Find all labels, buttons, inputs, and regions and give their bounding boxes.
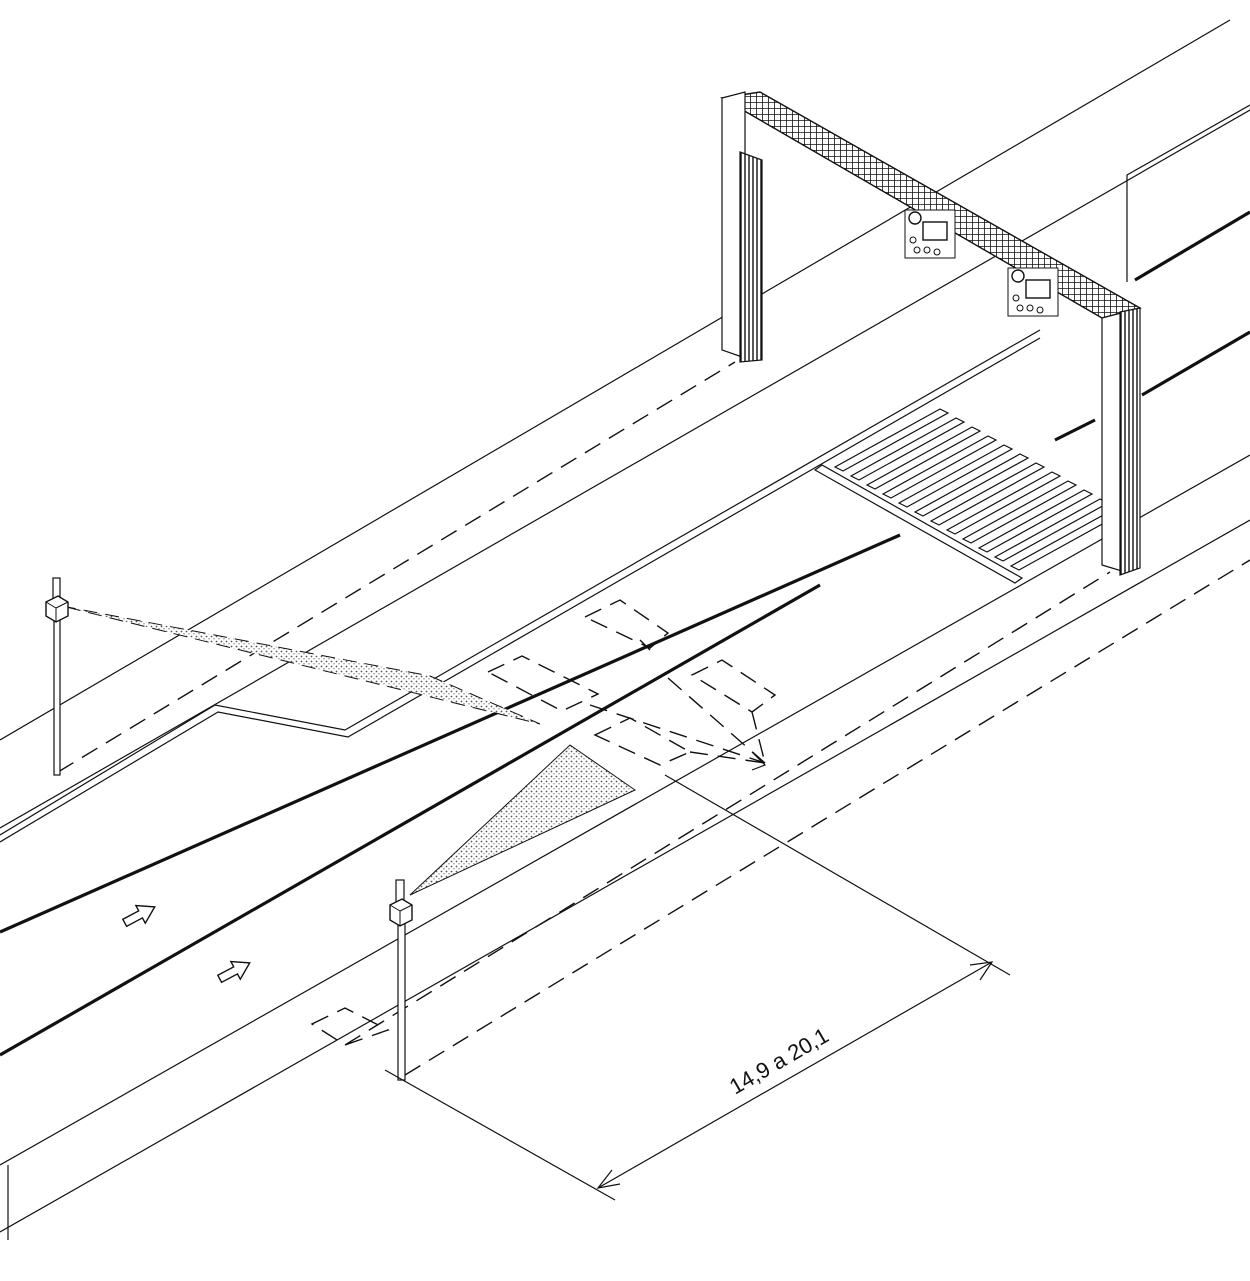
sensor-camera-icon <box>389 898 413 927</box>
detection-zones <box>310 599 777 1046</box>
near-edge-line-1 <box>0 454 1250 1166</box>
converge-2 <box>751 711 766 764</box>
zone-2 <box>583 599 670 649</box>
lane-line-right-far <box>1134 210 1250 282</box>
gantry-right-post-side <box>1119 307 1141 576</box>
crosswalk-bar <box>813 464 1024 584</box>
gantry-console-icon <box>1007 267 1059 317</box>
direction-arrow-icon <box>216 960 251 984</box>
lane-markings <box>0 210 1250 1057</box>
crosswalk-stripe <box>865 426 982 490</box>
road-edges <box>0 19 1250 1240</box>
crosswalk-stripe <box>913 453 1030 517</box>
crosswalk-stripe <box>945 471 1062 535</box>
gantry <box>719 91 1142 576</box>
converge-3 <box>589 704 766 764</box>
dashed-line-far <box>57 361 736 773</box>
crosswalk-stripe <box>977 489 1094 553</box>
crosswalk-stripe <box>881 435 998 499</box>
sensor-pole-right <box>389 879 413 1081</box>
lane-line-right-near <box>1141 330 1250 397</box>
crosswalk-stripe <box>897 444 1014 508</box>
extension-line-top <box>664 774 1011 976</box>
curb-step-line <box>0 329 1041 836</box>
dimension-line <box>597 961 993 1189</box>
extension-line-bottom <box>384 1069 616 1201</box>
crosswalk <box>813 408 1126 584</box>
gantry-console-icon <box>904 209 956 259</box>
beam-left <box>61 605 541 725</box>
sensor-beams <box>61 605 637 896</box>
dimension-arrow-top <box>969 961 994 981</box>
far-edge-line-1 <box>0 19 1231 741</box>
converge-arrowhead <box>751 751 767 771</box>
zone-near <box>310 1007 390 1046</box>
zone-3 <box>593 717 692 766</box>
gantry-left-post-side <box>739 151 763 363</box>
crosswalk-stripe <box>961 480 1078 544</box>
crosswalk-stripe <box>929 462 1046 526</box>
sensor-pole-left <box>45 577 69 776</box>
dimension-arrow-bottom <box>596 1169 621 1189</box>
crosswalk-stripe <box>833 408 950 472</box>
sensor-camera-icon <box>45 595 69 623</box>
converge-4 <box>689 751 766 764</box>
right-wall <box>1126 104 1250 282</box>
dashed-line-mid <box>344 571 1111 1046</box>
near-edge-line-2 <box>0 519 1250 1233</box>
detection-lines <box>57 361 1250 1076</box>
lane-line-right-stub <box>1054 418 1096 442</box>
curb-step-line-2 <box>0 337 1041 843</box>
beam-right <box>409 744 637 896</box>
direction-arrow-icon <box>121 904 156 928</box>
dimension-label: 14,9 a 20,1 <box>725 1023 833 1100</box>
dashed-line-near <box>404 559 1250 1076</box>
gantry-beam <box>719 91 1142 319</box>
converge-1 <box>667 677 766 764</box>
zone-4 <box>690 659 777 713</box>
lane-line-center <box>0 583 821 1057</box>
crosswalk-stripe <box>849 417 966 481</box>
zone-link <box>639 639 651 651</box>
lane-line-left <box>0 533 901 934</box>
zone-1 <box>486 655 600 712</box>
